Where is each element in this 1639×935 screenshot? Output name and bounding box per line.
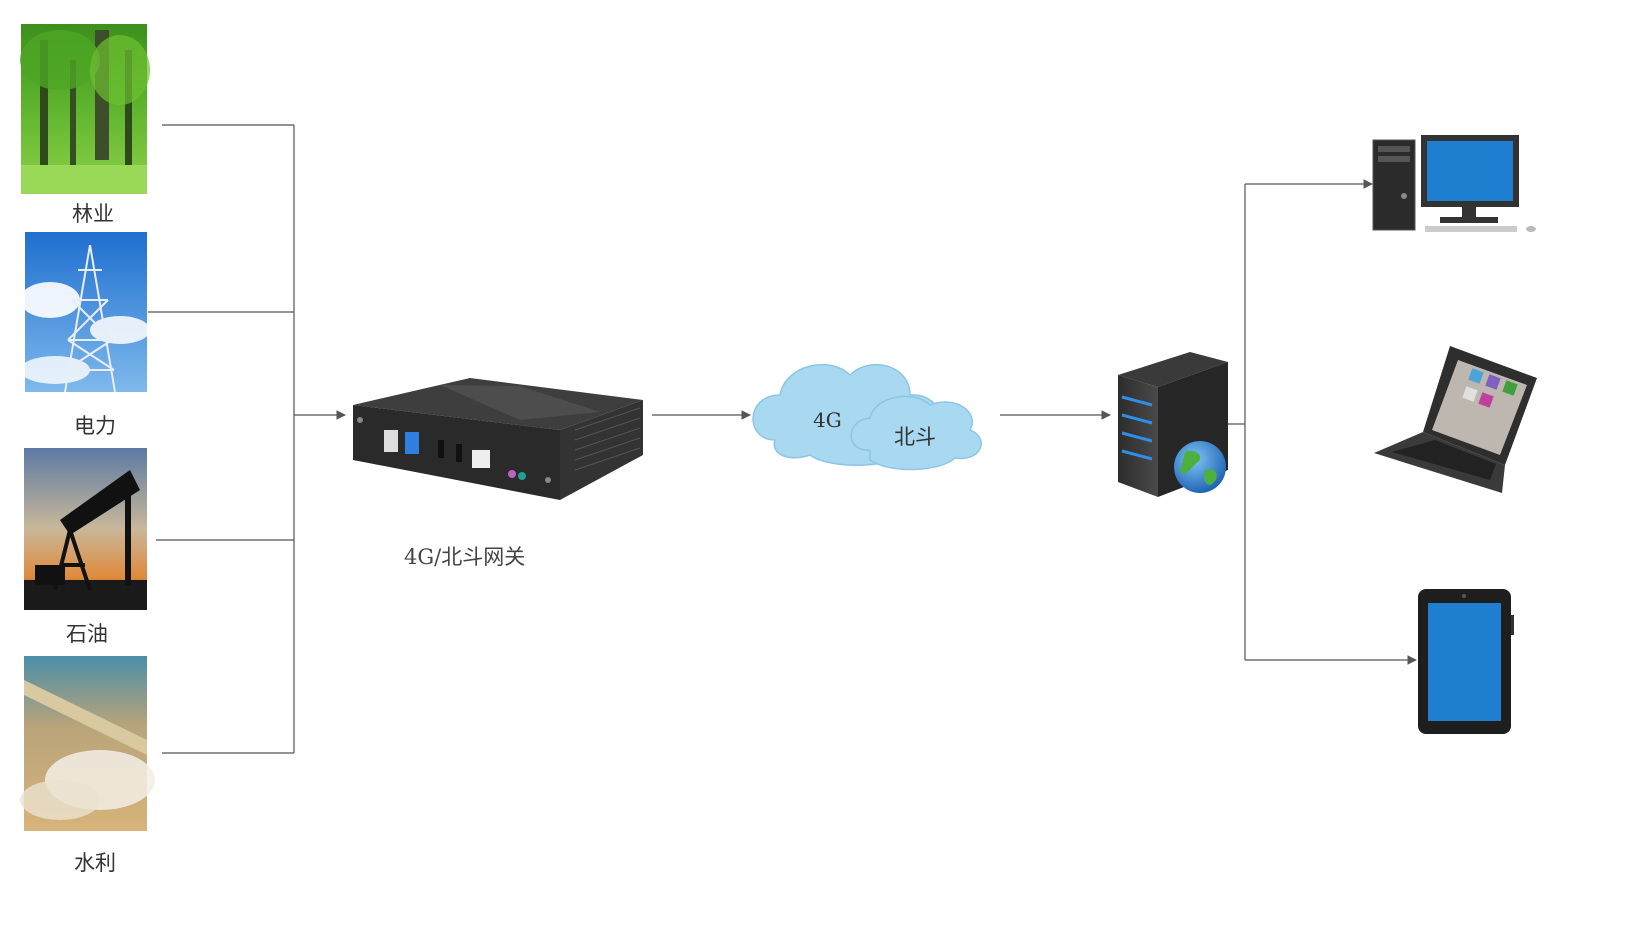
source-label-forestry: 林业: [72, 202, 114, 226]
tablet-icon: [1418, 589, 1514, 734]
oil-pump-photo: [24, 448, 147, 610]
power-tower-photo: [20, 232, 150, 393]
source-bus-lines: [148, 124, 346, 754]
cloud-icon: [752, 363, 982, 471]
client-fanout-lines: [1228, 179, 1417, 665]
source-label-water: 水利: [74, 851, 116, 875]
web-server-icon: [1118, 352, 1228, 497]
cloud-label-4g: 4G: [813, 408, 842, 432]
cloud-label-beidou: 北斗: [894, 425, 936, 449]
gateway-label: 4G/北斗网关: [404, 545, 526, 569]
laptop-icon: [1374, 346, 1537, 493]
desktop-computer-icon: [1372, 135, 1536, 232]
dam-photo: [20, 656, 155, 831]
gateway-box-icon: [353, 378, 643, 500]
forest-photo: [20, 24, 150, 194]
source-label-power: 电力: [74, 414, 116, 438]
source-label-oil: 石油: [66, 622, 108, 646]
